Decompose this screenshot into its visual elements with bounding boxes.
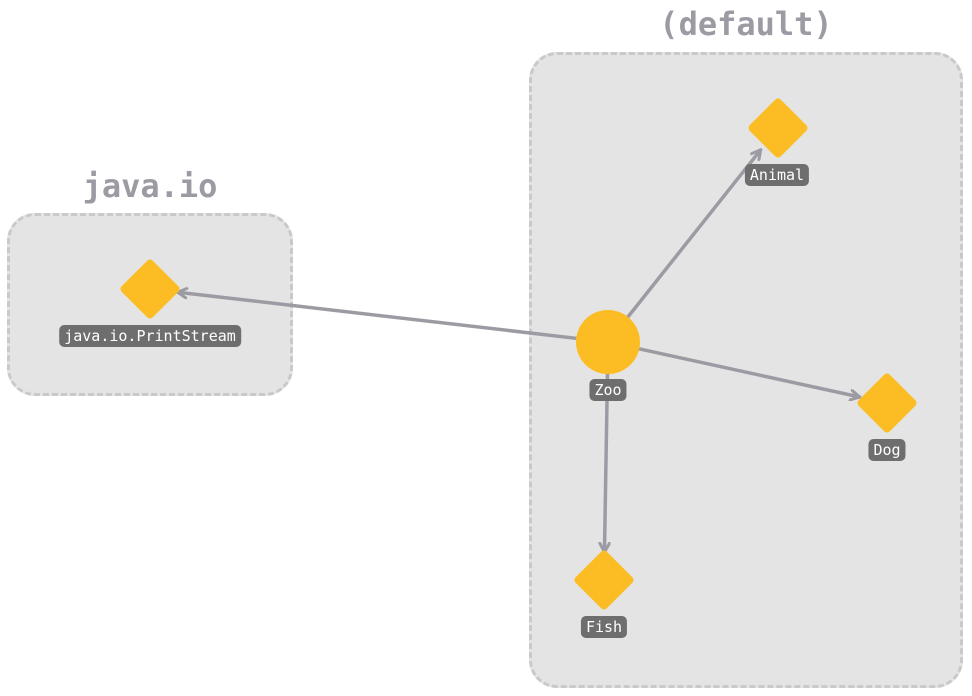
node-animal-diamond[interactable] [747, 97, 809, 159]
node-label-animal: Animal [744, 164, 810, 186]
edge-zoo-to-fish [604, 370, 607, 554]
node-layer [119, 97, 918, 611]
node-printstream-diamond[interactable] [119, 258, 181, 320]
group-title-default: (default) [659, 5, 833, 43]
node-label-zoo: Zoo [589, 379, 627, 401]
node-zoo-circle[interactable] [576, 310, 640, 374]
node-label-printstream: java.io.PrintStream [59, 325, 241, 347]
edge-layer [176, 148, 862, 554]
edge-zoo-to-printstream [176, 292, 580, 341]
edge-zoo-to-animal [624, 148, 763, 321]
node-dog-diamond[interactable] [856, 372, 918, 434]
group-title-java-io: java.io [82, 167, 218, 205]
node-fish-diamond[interactable] [573, 549, 635, 611]
node-label-fish: Fish [580, 616, 628, 638]
edge-zoo-to-dog [635, 346, 862, 397]
node-label-dog: Dog [868, 439, 906, 461]
